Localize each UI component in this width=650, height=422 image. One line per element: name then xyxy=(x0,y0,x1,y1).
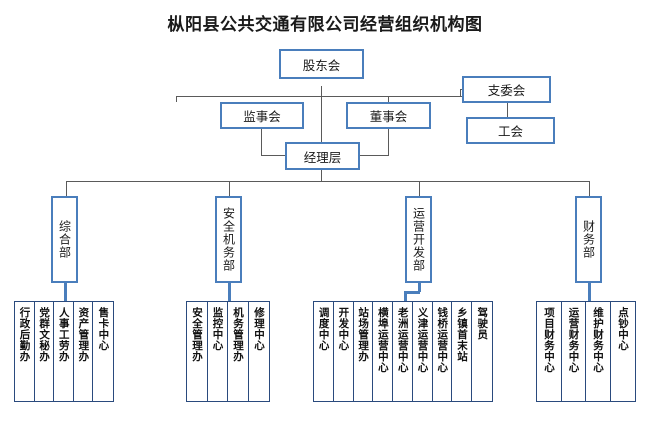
connector-bus-to-operations xyxy=(419,181,421,196)
list-item[interactable]: 乡镇首末站 xyxy=(452,302,473,401)
connector-finance-to-units xyxy=(588,283,591,301)
node-supervisors-label: 监事会 xyxy=(243,109,281,124)
department-operations[interactable]: 运营开发部 xyxy=(405,196,432,283)
node-union[interactable]: 工会 xyxy=(466,117,555,144)
list-item[interactable]: 义津运营中心 xyxy=(412,302,433,401)
node-party-committee[interactable]: 支委会 xyxy=(462,76,551,103)
node-management-label: 经理层 xyxy=(303,149,342,165)
list-item[interactable]: 开发中心 xyxy=(333,302,354,401)
page-title: 枞阳县公共交通有限公司经营组织机构图 xyxy=(167,15,483,35)
node-management[interactable]: 经理层 xyxy=(285,142,360,170)
unit-label: 钱桥运营中心 xyxy=(436,307,449,373)
connector-general-to-units xyxy=(64,283,67,301)
list-item[interactable]: 横埠运营中心 xyxy=(373,302,394,401)
connector-to-supervisors xyxy=(176,96,178,102)
node-shareholders[interactable]: 股东会 xyxy=(279,49,364,79)
unit-group-operations: 调度中心 开发中心 站场管理办 横埠运营中心 老洲运营中心 义津运营中心 钱桥运… xyxy=(313,301,493,402)
list-item[interactable]: 机务管理办 xyxy=(228,302,249,401)
department-operations-label: 运营开发部 xyxy=(411,207,426,272)
unit-label: 横埠运营中心 xyxy=(376,307,389,373)
list-item[interactable]: 钱桥运营中心 xyxy=(432,302,453,401)
unit-label: 机务管理办 xyxy=(232,307,244,362)
department-finance[interactable]: 财务部 xyxy=(575,196,602,283)
list-item[interactable]: 维护财务中心 xyxy=(586,302,611,401)
unit-label: 行政后勤办 xyxy=(18,307,31,362)
connector-party-bus-drop xyxy=(460,89,462,96)
connector-supervisors-down xyxy=(261,128,263,156)
unit-label: 站场管理办 xyxy=(357,307,370,362)
department-safety-label: 安全机务部 xyxy=(221,207,236,272)
unit-label: 维护财务中心 xyxy=(592,307,604,373)
list-item[interactable]: 站场管理办 xyxy=(353,302,374,401)
unit-group-safety: 安全管理办 监控中心 机务管理办 修理中心 xyxy=(186,301,270,402)
node-board-label: 董事会 xyxy=(369,109,408,124)
list-item[interactable]: 修理中心 xyxy=(248,302,269,401)
unit-label: 运营财务中心 xyxy=(567,307,580,373)
department-safety[interactable]: 安全机务部 xyxy=(215,196,242,283)
list-item[interactable]: 驾驶员 xyxy=(472,302,492,401)
unit-label: 乡镇首末站 xyxy=(455,307,468,362)
node-shareholders-label: 股东会 xyxy=(302,57,341,73)
list-item[interactable]: 运营财务中心 xyxy=(561,302,586,401)
node-board[interactable]: 董事会 xyxy=(346,102,431,129)
unit-label: 党群文秘办 xyxy=(38,307,51,362)
node-union-label: 工会 xyxy=(497,124,523,139)
unit-label: 开发中心 xyxy=(337,307,350,351)
connector-department-bus xyxy=(66,181,590,183)
unit-label: 监控中心 xyxy=(211,307,224,351)
connector-safety-to-units xyxy=(228,283,231,301)
connector-bus-to-safety xyxy=(229,181,231,196)
connector-supervisors-to-management xyxy=(261,155,286,157)
unit-label: 修理中心 xyxy=(253,307,265,351)
connector-operations-drop xyxy=(418,283,421,292)
list-item[interactable]: 老洲运营中心 xyxy=(393,302,413,401)
unit-label: 资产管理办 xyxy=(77,307,90,362)
connector-shareholders-stem xyxy=(321,86,323,98)
department-general-label: 综合部 xyxy=(57,220,72,259)
list-item[interactable]: 监控中心 xyxy=(207,302,228,401)
unit-label: 义津运营中心 xyxy=(416,307,429,373)
list-item[interactable]: 资产管理办 xyxy=(73,302,94,401)
unit-label: 售卡中心 xyxy=(97,307,110,351)
connector-operations-jog xyxy=(404,291,420,294)
unit-label: 人事工劳办 xyxy=(57,307,70,362)
unit-label: 老洲运营中心 xyxy=(396,307,409,373)
unit-group-finance: 项目财务中心 运营财务中心 维护财务中心 点钞中心 xyxy=(536,301,636,402)
connector-shareholders-to-management xyxy=(321,96,323,142)
department-finance-label: 财务部 xyxy=(581,220,596,259)
unit-label: 驾驶员 xyxy=(476,307,489,340)
connector-to-board xyxy=(388,96,390,102)
unit-label: 调度中心 xyxy=(317,307,330,351)
department-general[interactable]: 综合部 xyxy=(51,196,78,283)
list-item[interactable]: 行政后勤办 xyxy=(15,302,35,401)
connector-top-bus xyxy=(176,96,512,98)
list-item[interactable]: 安全管理办 xyxy=(187,302,208,401)
unit-label: 点钞中心 xyxy=(617,307,629,351)
unit-label: 项目财务中心 xyxy=(543,307,555,373)
list-item[interactable]: 项目财务中心 xyxy=(537,302,562,401)
connector-bus-to-general xyxy=(66,181,68,196)
unit-group-general: 行政后勤办 党群文秘办 人事工劳办 资产管理办 售卡中心 xyxy=(14,301,114,402)
connector-operations-to-units xyxy=(404,291,407,301)
node-party-committee-label: 支委会 xyxy=(487,83,526,98)
connector-party-to-union xyxy=(507,103,509,117)
node-supervisors[interactable]: 监事会 xyxy=(220,102,304,129)
connector-management-stem xyxy=(321,170,323,182)
list-item[interactable]: 党群文秘办 xyxy=(34,302,55,401)
connector-bus-to-finance xyxy=(589,181,591,196)
list-item[interactable]: 售卡中心 xyxy=(93,302,113,401)
connector-board-down xyxy=(388,128,390,156)
connector-board-to-management xyxy=(360,155,389,157)
list-item[interactable]: 调度中心 xyxy=(314,302,334,401)
list-item[interactable]: 点钞中心 xyxy=(610,302,635,401)
list-item[interactable]: 人事工劳办 xyxy=(54,302,74,401)
unit-label: 安全管理办 xyxy=(191,307,203,362)
